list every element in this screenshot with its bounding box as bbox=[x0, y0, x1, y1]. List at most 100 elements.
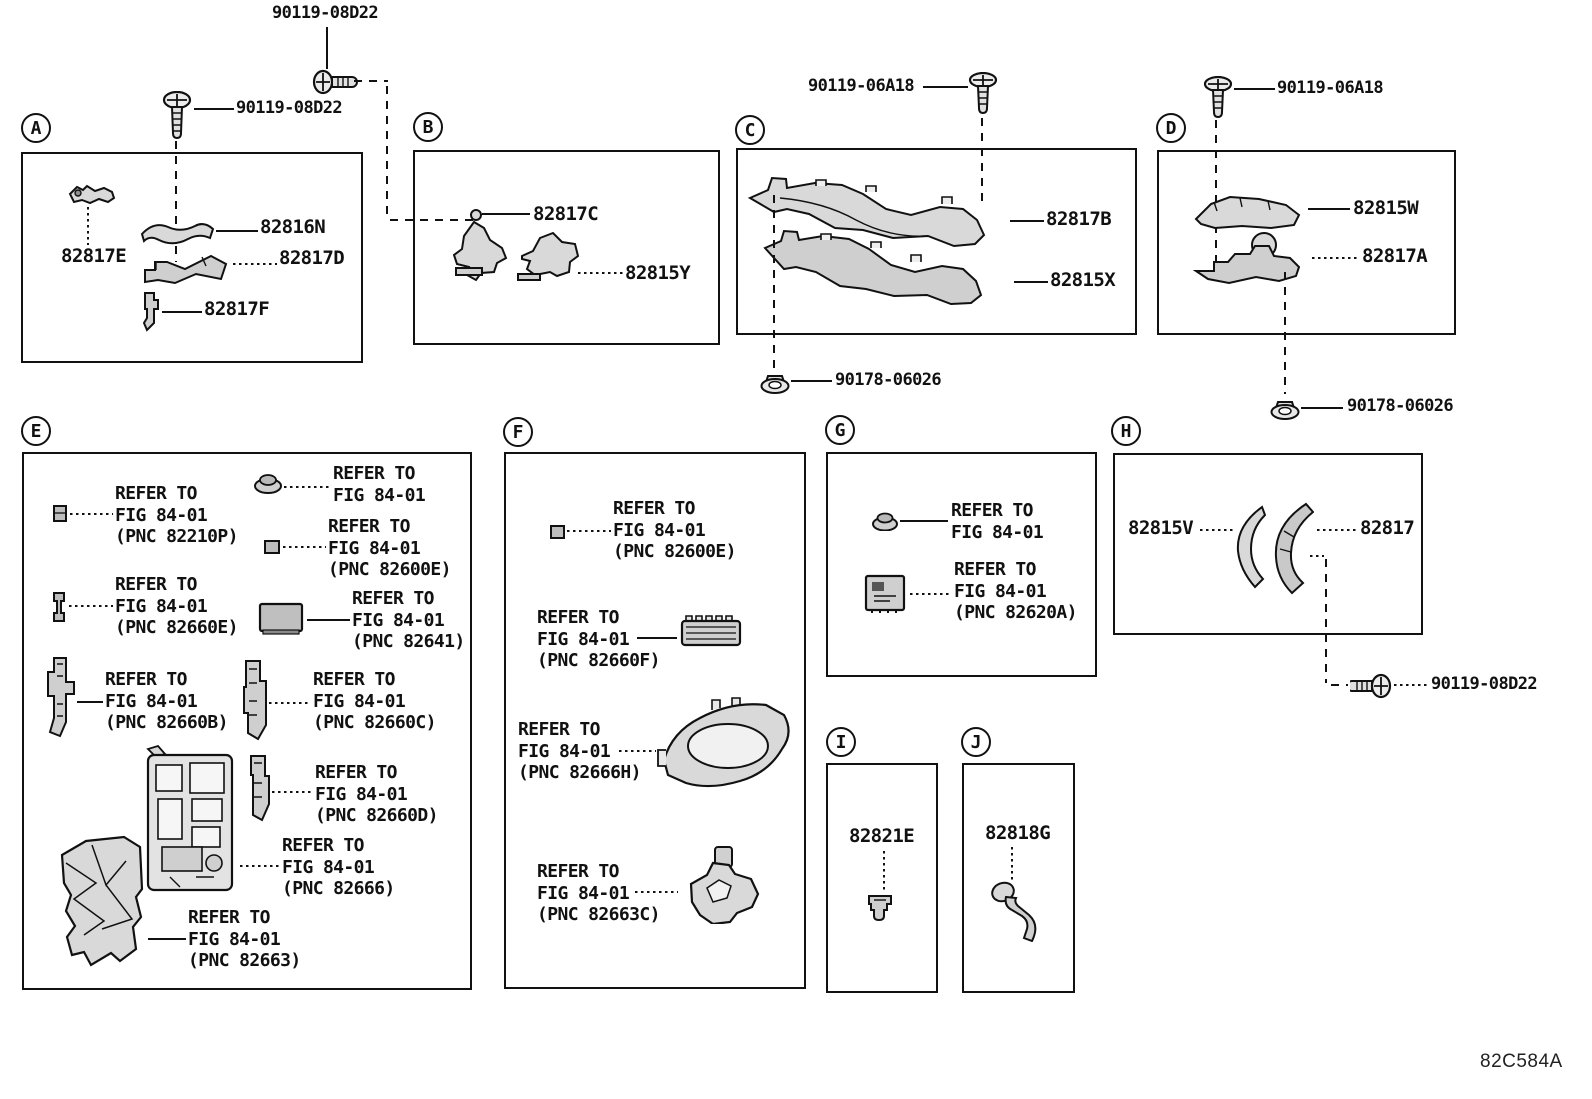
refer-note-82663c: REFER TO FIG 84-01 (PNC 82663C) bbox=[537, 861, 660, 926]
refer-note-82660c: REFER TO FIG 84-01 (PNC 82660C) bbox=[313, 669, 436, 734]
grommet-icon bbox=[254, 474, 282, 494]
leader-line bbox=[482, 213, 530, 215]
note-line: (PNC 82660C) bbox=[313, 712, 436, 733]
leader-line bbox=[272, 791, 313, 793]
label-screw-c: 90119-06A18 bbox=[808, 76, 915, 96]
leader-line bbox=[326, 27, 328, 69]
note-line: FIG 84-01 bbox=[313, 690, 406, 712]
note-line: (PNC 82210P) bbox=[115, 526, 238, 547]
note-line: FIG 84-01 bbox=[315, 783, 408, 805]
section-b-letter: B bbox=[413, 112, 443, 142]
note-line: REFER TO bbox=[115, 483, 198, 504]
leader-line bbox=[69, 605, 113, 607]
lock-part-drawing bbox=[689, 846, 760, 924]
clip-part-drawing bbox=[53, 592, 65, 622]
note-line: REFER TO bbox=[954, 559, 1037, 580]
refer-note-82666: REFER TO FIG 84-01 (PNC 82666) bbox=[282, 835, 395, 900]
label-82817b: 82817B bbox=[1046, 208, 1112, 230]
part-82816n-drawing bbox=[140, 223, 215, 245]
label-82817c: 82817C bbox=[533, 203, 599, 225]
section-h-box bbox=[1113, 453, 1423, 635]
note-line: FIG 84-01 bbox=[328, 537, 421, 559]
label-nut-c: 90178-06026 bbox=[835, 370, 942, 390]
note-line: (PNC 82660F) bbox=[537, 650, 660, 671]
section-j-letter: J bbox=[961, 727, 991, 757]
leader-line bbox=[194, 108, 234, 110]
note-line: REFER TO bbox=[315, 762, 398, 783]
screw-icon bbox=[312, 69, 358, 95]
note-line: REFER TO bbox=[188, 907, 271, 928]
panel-part-drawing bbox=[60, 835, 144, 967]
refer-note-82660d: REFER TO FIG 84-01 (PNC 82660D) bbox=[315, 762, 438, 827]
note-line: FIG 84-01 bbox=[282, 856, 375, 878]
section-g-box bbox=[826, 452, 1097, 677]
part-82817e-drawing bbox=[68, 184, 116, 205]
dashed-line bbox=[1325, 559, 1327, 683]
dashed-line bbox=[354, 80, 388, 82]
leader-line bbox=[1394, 684, 1428, 686]
refer-note-82660b: REFER TO FIG 84-01 (PNC 82660B) bbox=[105, 669, 228, 734]
note-line: REFER TO bbox=[313, 669, 396, 690]
leader-line bbox=[283, 546, 326, 548]
connector-part-drawing bbox=[680, 615, 742, 647]
screw-icon bbox=[162, 91, 192, 140]
note-line: FIG 84-01 bbox=[115, 504, 208, 526]
screw-icon bbox=[1350, 673, 1392, 699]
refer-note-f-82600e: REFER TO FIG 84-01 (PNC 82600E) bbox=[613, 498, 736, 563]
part-82815y-drawing bbox=[517, 231, 580, 281]
note-line: (PNC 82666H) bbox=[518, 762, 641, 783]
bracket-part-drawing bbox=[243, 660, 267, 741]
refer-note-g: REFER TO FIG 84-01 bbox=[951, 500, 1044, 543]
refer-note-82660e: REFER TO FIG 84-01 (PNC 82660E) bbox=[115, 574, 238, 639]
leader-line bbox=[1014, 281, 1048, 283]
dashed-line bbox=[386, 86, 388, 218]
section-j-box bbox=[962, 763, 1075, 993]
label-screw-h: 90119-08D22 bbox=[1431, 674, 1538, 694]
leader-line bbox=[1200, 529, 1234, 531]
note-line: FIG 84-01 bbox=[537, 628, 630, 650]
leader-line bbox=[1310, 555, 1324, 557]
fusebox-part-drawing bbox=[146, 745, 234, 892]
dashed-line bbox=[390, 219, 478, 221]
leader-line bbox=[637, 637, 677, 639]
label-82817e: 82817E bbox=[61, 245, 127, 267]
part-82815w-drawing bbox=[1194, 195, 1301, 229]
note-line: REFER TO bbox=[333, 463, 416, 484]
note-line: (PNC 82620A) bbox=[954, 602, 1077, 623]
leader-line bbox=[77, 701, 103, 703]
leader-line bbox=[619, 750, 656, 752]
label-82816n: 82816N bbox=[260, 216, 326, 238]
note-line: REFER TO bbox=[613, 498, 696, 519]
leader-line bbox=[567, 530, 611, 532]
screw-icon bbox=[1203, 76, 1233, 119]
relay-part-drawing bbox=[864, 574, 906, 613]
note-line: (PNC 82600E) bbox=[613, 541, 736, 562]
leader-line bbox=[162, 311, 202, 313]
dashed-line bbox=[981, 118, 983, 204]
note-line: FIG 84-01 bbox=[537, 882, 630, 904]
section-e-box bbox=[22, 452, 472, 990]
note-line: FIG 84-01 bbox=[951, 521, 1044, 543]
leader-line bbox=[1312, 257, 1358, 259]
note-line: FIG 84-01 bbox=[352, 609, 445, 631]
refer-note-82641: REFER TO FIG 84-01 (PNC 82641) bbox=[352, 588, 465, 653]
figure-code: 82C584A bbox=[1480, 1051, 1563, 1072]
leader-line bbox=[900, 520, 948, 522]
note-line: REFER TO bbox=[537, 607, 620, 628]
section-c-box bbox=[736, 148, 1137, 335]
note-line: (PNC 82663) bbox=[188, 950, 301, 971]
dashed-line bbox=[1331, 684, 1348, 686]
note-line: FIG 84-01 bbox=[115, 595, 208, 617]
leader-line bbox=[883, 851, 885, 891]
leader-line bbox=[87, 207, 89, 245]
part-82815x-drawing bbox=[763, 229, 983, 306]
label-screw-top: 90119-08D22 bbox=[272, 3, 379, 23]
part-82817-drawing bbox=[1274, 502, 1314, 595]
part-82818g-drawing bbox=[991, 881, 1037, 942]
note-line: REFER TO bbox=[115, 574, 198, 595]
label-nut-d: 90178-06026 bbox=[1347, 396, 1454, 416]
refer-note-82660f: REFER TO FIG 84-01 (PNC 82660F) bbox=[537, 607, 660, 672]
note-line: (PNC 82660B) bbox=[105, 712, 228, 733]
note-line: REFER TO bbox=[518, 719, 601, 740]
leader-line bbox=[216, 230, 258, 232]
